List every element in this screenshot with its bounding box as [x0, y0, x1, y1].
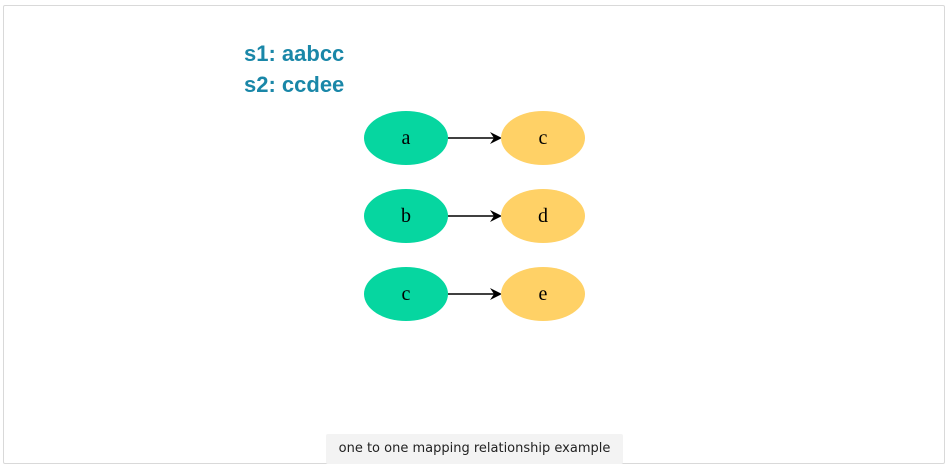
s1-string-label: s1: aabcc — [244, 41, 345, 66]
target-node-label: e — [539, 283, 548, 305]
mapping-row: c e — [364, 267, 585, 321]
mapping-row: b d — [364, 189, 585, 243]
s2-string-label: s2: ccdee — [244, 72, 345, 97]
target-node-label: c — [539, 127, 548, 149]
figure-caption: one to one mapping relationship example — [326, 434, 623, 464]
source-node — [364, 189, 448, 243]
source-node — [364, 111, 448, 165]
source-node — [364, 267, 448, 321]
source-node-label: b — [401, 205, 411, 227]
target-node — [501, 267, 585, 321]
source-node-label: a — [402, 127, 411, 149]
target-node-label: d — [538, 205, 548, 227]
source-node-label: c — [402, 283, 411, 305]
figure-frame — [3, 5, 945, 464]
target-node — [501, 189, 585, 243]
target-node — [501, 111, 585, 165]
mapping-row: a c — [364, 111, 585, 165]
